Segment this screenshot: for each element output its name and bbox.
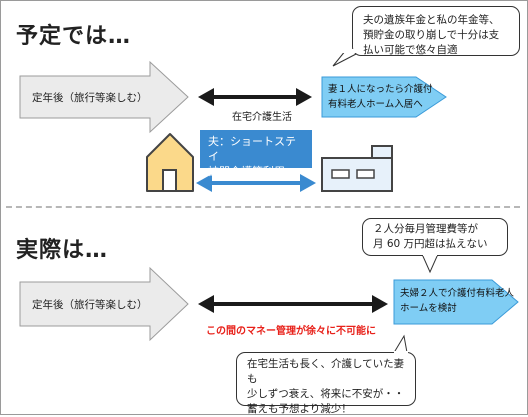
plan-service-line: 夫：ショートステイ	[208, 135, 296, 163]
reality-bottom-bubble-line: 在宅生活も長く、介護していた妻も	[247, 358, 405, 385]
plan-bubble-line: 払い可能で悠々自適	[363, 44, 458, 56]
reality-top-bubble: ２人分毎月管理費等が 月 60 万円超は払えない	[362, 218, 508, 256]
plan-service-box: 夫：ショートステイ 訪問介護等利用	[200, 130, 312, 178]
reality-top-bubble-line: ２人分毎月管理費等が	[373, 223, 478, 235]
reality-top-bubble-tail	[421, 253, 439, 274]
plan-middle-label: 在宅介護生活	[232, 112, 292, 123]
reality-double-arrow-icon	[198, 295, 388, 313]
plan-blue-double-arrow-icon	[196, 174, 316, 192]
plan-heading: 予定では…	[16, 24, 132, 49]
section-divider	[6, 206, 520, 208]
reality-bottom-bubble-line: 少しずつ衰え、将来に不安が・・	[247, 388, 405, 400]
reality-top-bubble-line: 月 60 万円超は払えない	[373, 238, 488, 250]
plan-bubble: 夫の遺族年金と私の年金等、 預貯金の取り崩しで十分は支 払い可能で悠々自適	[352, 6, 520, 56]
plan-right-arrow-text: 妻１人になったら介護付 有料老人ホーム入居へ	[328, 82, 433, 112]
reality-top-bubble-tail-mask	[423, 252, 437, 256]
reality-left-arrow-label: 定年後（旅行等楽しむ）	[32, 299, 148, 311]
reality-right-arrow	[393, 279, 519, 325]
reality-red-label: この間のマネー管理が徐々に不可能に	[206, 326, 376, 337]
plan-right-arrow-line: 有料老人ホーム入居へ	[328, 99, 423, 110]
plan-bubble-line: 夫の遺族年金と私の年金等、	[363, 14, 500, 26]
reality-bottom-bubble: 在宅生活も長く、介護していた妻も 少しずつ衰え、将来に不安が・・ 蓄えも予想より…	[236, 352, 416, 415]
plan-double-arrow-icon	[198, 88, 312, 106]
reality-right-arrow-text: 夫婦２人で介護付有料老人 ホームを検討	[400, 286, 514, 316]
reality-heading: 実際は…	[16, 238, 109, 263]
plan-bubble-line: 預貯金の取り崩しで十分は支	[363, 29, 500, 41]
plan-right-arrow	[321, 76, 447, 118]
reality-bottom-bubble-tail-mask	[394, 351, 408, 355]
plan-right-arrow-line: 妻１人になったら介護付	[328, 84, 433, 95]
plan-left-arrow	[19, 60, 189, 134]
reality-bottom-bubble-line: 蓄えも予想より減少！	[247, 403, 352, 415]
plan-bubble-tail-mask	[340, 49, 356, 53]
plan-left-arrow-label: 定年後（旅行等楽しむ）	[32, 92, 148, 104]
plan-service-line: 訪問介護等利用	[208, 165, 285, 178]
care-facility-icon	[321, 145, 393, 192]
reality-right-arrow-line: ホームを検討	[400, 303, 457, 314]
plan-bubble-tail	[332, 49, 359, 67]
reality-left-arrow	[19, 266, 189, 342]
house-icon	[146, 133, 194, 192]
reality-right-arrow-line: 夫婦２人で介護付有料老人	[400, 288, 515, 299]
